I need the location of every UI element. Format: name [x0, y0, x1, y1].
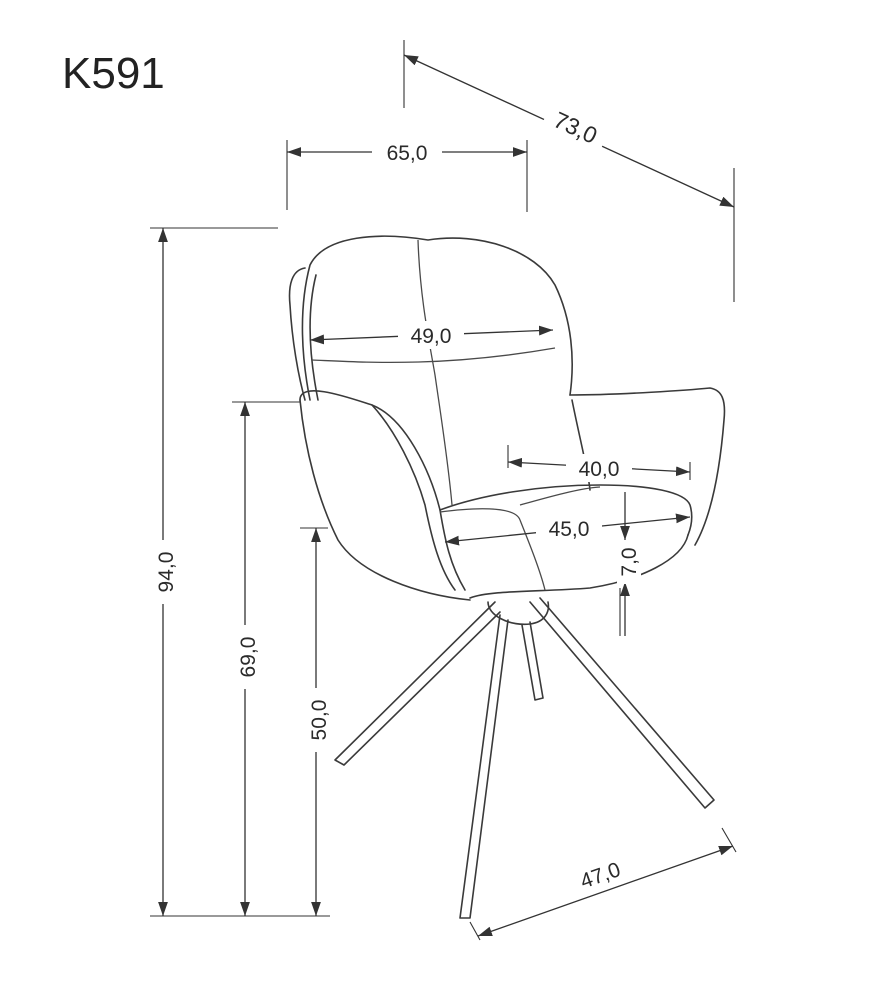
seat-cushion-front	[469, 534, 689, 599]
backrest-shell	[301, 235, 573, 401]
label-seat-height: 50,0	[308, 700, 331, 741]
shell-left-side	[299, 399, 471, 601]
dimension-lines	[158, 54, 735, 937]
label-total-height: 94,0	[155, 552, 178, 593]
seat-seam-2	[519, 486, 601, 506]
label-width: 65,0	[387, 142, 428, 165]
left-armrest	[299, 390, 466, 591]
left-armrest-inner	[371, 404, 456, 591]
leg-front	[459, 614, 509, 919]
label-seat-width: 45,0	[549, 518, 590, 541]
chair-outline	[288, 235, 726, 919]
seat-cushion-top	[439, 484, 693, 536]
backrest-inner-edge	[309, 274, 319, 401]
backrest-seam-vertical	[417, 239, 453, 506]
label-armrest-height: 69,0	[237, 637, 260, 678]
right-armrest-inner	[571, 399, 591, 491]
leg-rear	[521, 621, 544, 701]
backrest-seam-horizontal	[311, 347, 556, 364]
product-code-title: K591	[62, 49, 165, 98]
backrest-rear-panel	[288, 267, 306, 401]
dim-line-base-width	[477, 845, 734, 937]
leg-right	[529, 597, 715, 809]
label-seat-thickness: 7,0	[618, 547, 641, 576]
right-armrest	[569, 387, 726, 546]
extension-lines	[150, 40, 737, 941]
leg-left-front	[334, 601, 501, 766]
label-backrest-width: 49,0	[411, 325, 452, 348]
label-seat-depth: 40,0	[579, 458, 620, 481]
seat-seam-1	[439, 508, 521, 521]
dimension-labels: 65,0 73,0 49,0 40,0 45,0 7,0 94,0 69,0 5…	[154, 103, 641, 899]
